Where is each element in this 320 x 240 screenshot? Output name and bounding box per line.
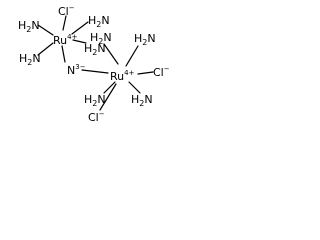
chloride-ligand-1: Cl− (58, 4, 75, 18)
bond-ru1-nh2-tr (71, 21, 89, 35)
amine-ligand-8: H2N (131, 93, 153, 108)
bond-ru1-nh2-r (72, 39, 87, 44)
bond-ru2-cl2 (137, 71, 154, 75)
bond-n-ru2 (81, 69, 109, 74)
bond-ru2-nh2-tr (125, 45, 139, 67)
bond-ru1-nh2-tl (37, 24, 54, 36)
chloride-ligand-2: Cl− (153, 65, 170, 79)
amine-ligand-5: H2N (90, 31, 112, 46)
bond-ru1-cl1 (62, 15, 67, 31)
nitride-bridge: N3− (67, 63, 86, 77)
amine-ligand-4: H2N (84, 42, 106, 57)
amine-ligand-6: H2N (134, 32, 156, 47)
amine-ligand-1: H2N (18, 19, 40, 34)
chemical-structure: Ru4+ Cl− H2N H2N H2N H2N N3− Ru4+ H2N H2… (18, 4, 170, 124)
amine-ligand-2: H2N (88, 14, 110, 29)
bond-ru2-nh2-bl (103, 81, 116, 94)
bond-ru2-nh2-br (128, 81, 141, 94)
ruthenium-atom-1: Ru4+ (53, 33, 78, 47)
bond-ru2-nh2-top (103, 43, 119, 65)
bonds (37, 15, 154, 111)
bond-ru1-n (61, 45, 66, 63)
amine-ligand-7: H2N (84, 93, 106, 108)
amine-ligand-3: H2N (19, 52, 41, 67)
bond-ru1-nh2-l (37, 42, 54, 56)
bond-ru2-cl3 (99, 83, 117, 111)
ruthenium-atom-2: Ru4+ (110, 69, 135, 83)
chloride-ligand-3: Cl− (88, 110, 105, 124)
